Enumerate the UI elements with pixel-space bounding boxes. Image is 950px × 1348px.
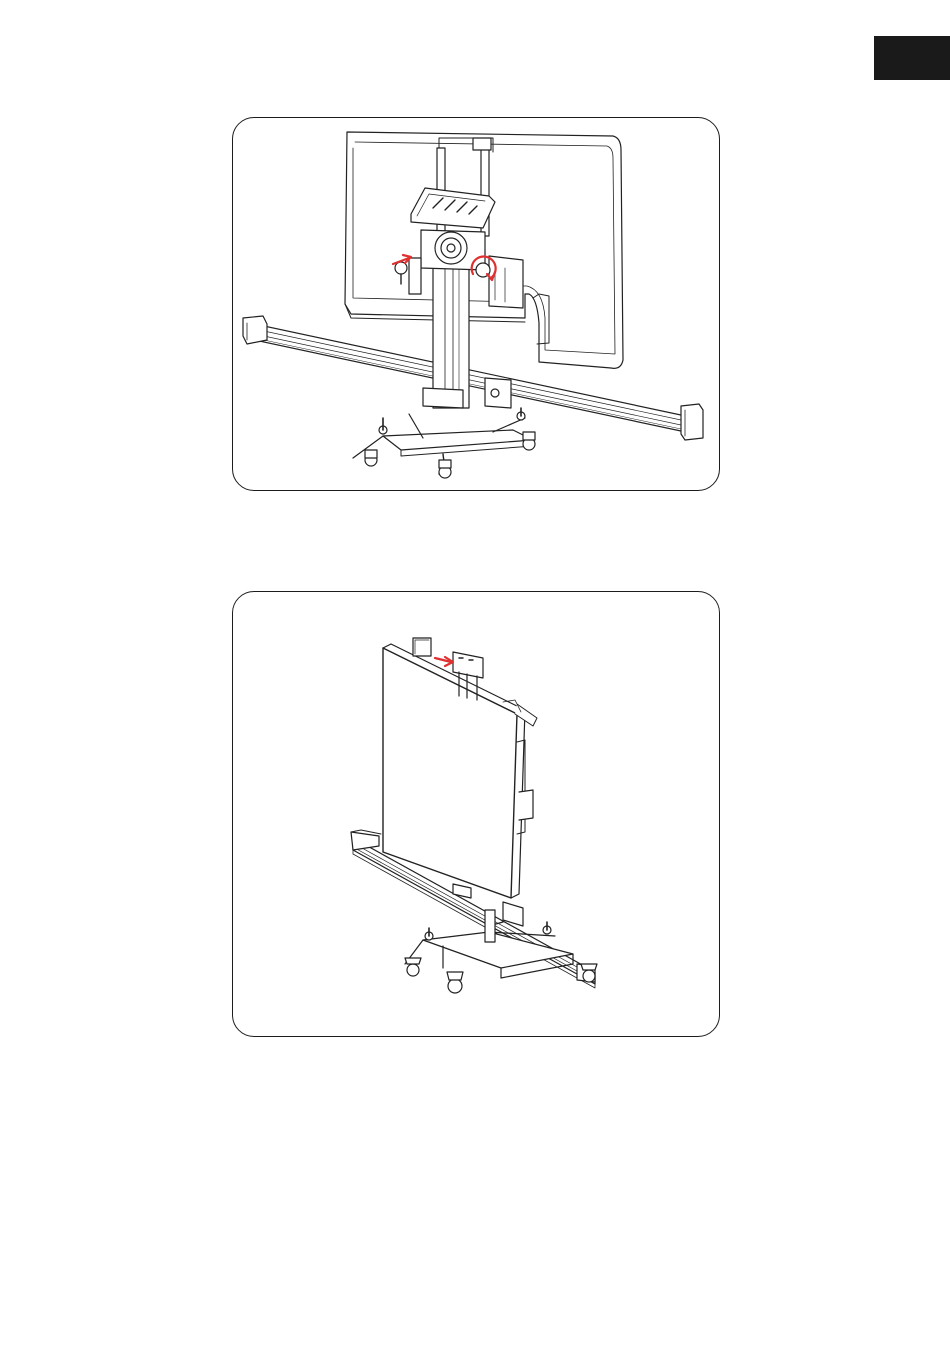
- horizontal-crossbar: [245, 322, 695, 434]
- target-board: [383, 648, 517, 898]
- wheeled-base: [383, 430, 533, 450]
- figure-1-frame: [232, 117, 720, 491]
- wheeled-base: [423, 932, 573, 968]
- page-tab-marker: [874, 36, 950, 80]
- figure-2-frame: [232, 591, 720, 1037]
- figure-2-illustration: [233, 592, 720, 1037]
- figure-1-illustration: [233, 118, 720, 491]
